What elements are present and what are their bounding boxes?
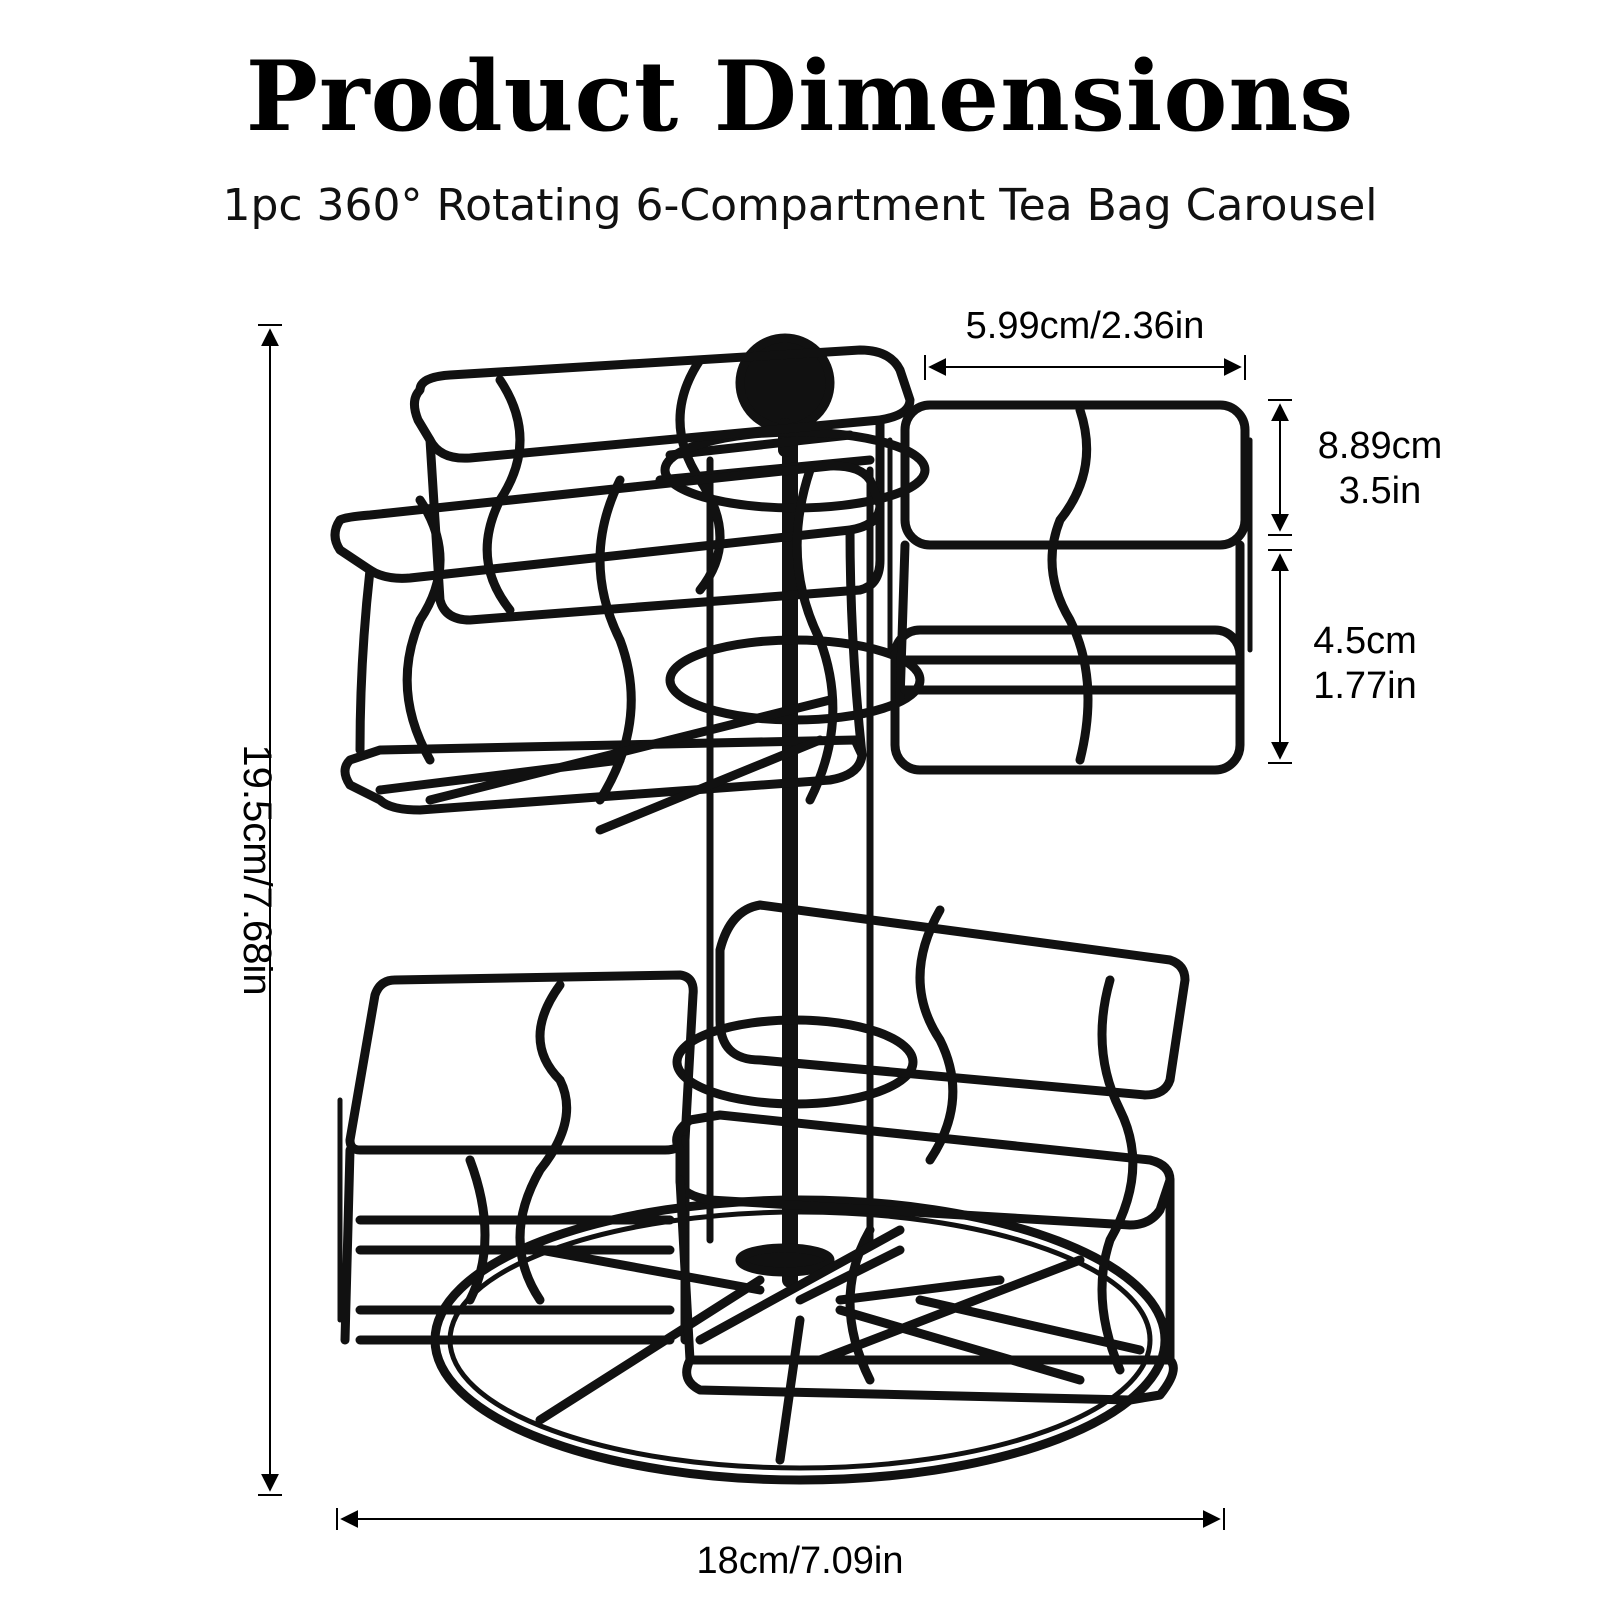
gap-height-in-label: 1.77in <box>1313 665 1417 707</box>
base-width-dimension-line <box>336 1508 1225 1530</box>
top-width-dimension-line <box>924 355 1246 380</box>
lower-left-basket <box>337 970 698 1345</box>
compartment-height-cm-label: 8.89cm <box>1317 425 1443 467</box>
total-height-label: 19.5cm/7.68in <box>235 744 279 996</box>
base-width-label: 18cm/7.09in <box>696 1540 904 1582</box>
product-subtitle: 1pc 360° Rotating 6-Compartment Tea Bag … <box>222 180 1378 231</box>
total-height-dimension-line <box>258 324 282 1496</box>
gap-height-dimension-line <box>1268 549 1292 764</box>
compartment-height-dimension-line <box>1268 399 1292 536</box>
upper-right-basket <box>887 400 1253 775</box>
page-title: Product Dimensions <box>245 40 1355 153</box>
lower-right-basket <box>672 900 1190 1405</box>
upper-left-basket <box>330 461 885 835</box>
top-width-label: 5.99cm/2.36in <box>965 305 1205 347</box>
tea-bag-carousel <box>330 333 1253 1485</box>
compartment-height-in-label: 3.5in <box>1338 470 1422 512</box>
gap-height-cm-label: 4.5cm <box>1313 620 1417 662</box>
